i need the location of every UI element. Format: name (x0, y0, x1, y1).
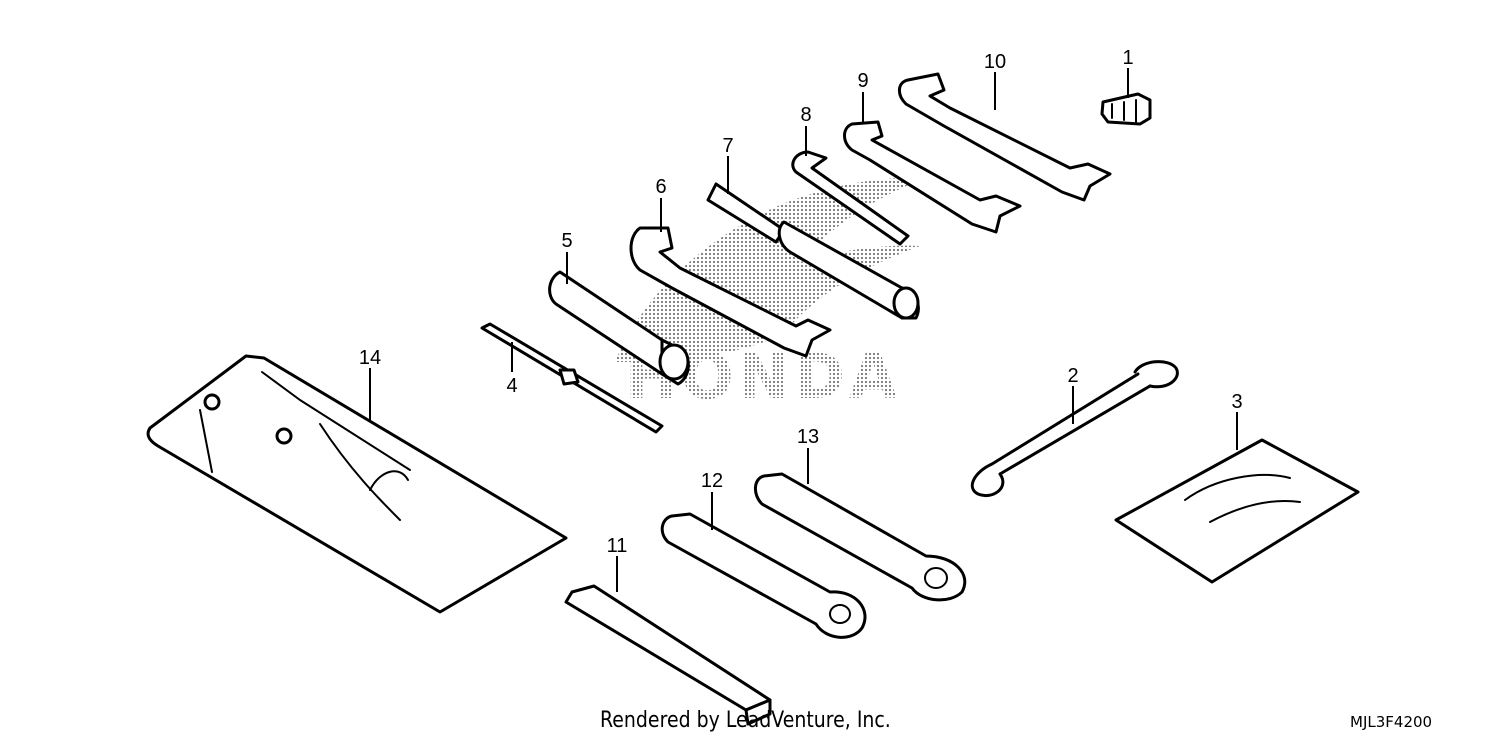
callout-13: 13 (797, 426, 819, 448)
callout-1: 1 (1122, 47, 1133, 69)
honda-wing-shape (615, 177, 925, 362)
callout-3: 3 (1231, 391, 1242, 413)
callout-4: 4 (506, 375, 517, 397)
part-9-double-open-wrench (843, 120, 1022, 234)
callout-5: 5 (561, 230, 572, 252)
part-3-owners-sheet (1114, 438, 1360, 584)
part-1-clip (1100, 92, 1152, 126)
callout-labels: 1 2 3 4 5 6 7 8 9 10 11 12 13 14 (359, 47, 1243, 557)
part-10-double-open-wrench (898, 72, 1112, 202)
leader-lines (369, 68, 1238, 592)
callout-10: 10 (984, 51, 1006, 73)
part-13-box-wrench (754, 472, 967, 602)
callout-12: 12 (701, 470, 723, 492)
diagram-code: MJL3F4200 (1350, 713, 1433, 731)
part-6-open-end-wrench (629, 226, 832, 358)
callout-8: 8 (800, 104, 811, 126)
part-2-helmet-cable (970, 360, 1179, 497)
callout-2: 2 (1067, 365, 1078, 387)
callout-14: 14 (359, 347, 381, 369)
callout-9: 9 (857, 70, 868, 92)
part-12-box-wrench (660, 512, 867, 639)
part-14-tool-bag (146, 354, 568, 614)
render-credit: Rendered by LeadVenture, Inc. (600, 708, 891, 733)
callout-7: 7 (722, 135, 733, 157)
part-11-handle-grip (564, 584, 772, 726)
callout-6: 6 (655, 176, 666, 198)
part-7-spark-plug-wrench (706, 182, 920, 320)
part-8-hex-key (791, 150, 910, 246)
part-5-screwdriver-handle (548, 270, 690, 386)
callout-11: 11 (607, 535, 628, 557)
part-4-screwdriver (480, 322, 664, 434)
